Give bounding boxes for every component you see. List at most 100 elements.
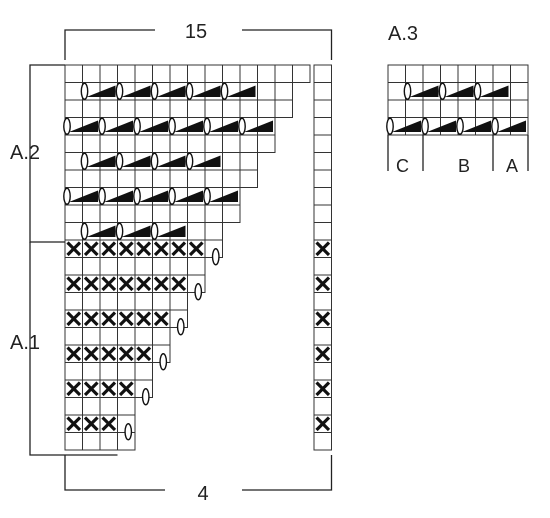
chart-cell [64,204,83,223]
chart-cell [117,292,136,311]
bottom-bracket-right [242,455,333,491]
oval-stitch-symbol [80,152,89,170]
chart-cell [222,152,241,171]
chart-cell [134,134,153,153]
chart-cell [222,204,241,223]
chart-cell [239,134,258,153]
oval-stitch-symbol [176,318,185,336]
cross-stitch-symbol [315,416,331,432]
cross-stitch-symbol [136,276,152,292]
a3-cell [387,64,406,83]
a3-cell [510,117,529,136]
chart-cell [152,64,171,83]
cross-stitch-symbol [153,311,169,327]
a3-cell [422,99,441,118]
chart-cell [82,257,101,276]
black-wedge-symbol [139,190,168,202]
top-bracket-left [64,29,155,60]
cross-stitch-symbol [118,241,134,257]
a3-cell [475,99,494,118]
cross-stitch-symbol [315,381,331,397]
chart-cell [152,292,171,311]
oval-stitch-symbol [98,117,106,135]
cross-stitch-symbol [66,241,82,257]
chart-cell [64,169,83,188]
chart-cell [152,204,171,223]
chart-cell [239,152,258,171]
chart-cell [99,204,118,223]
chart-cell [222,99,241,118]
a3-cell [457,64,476,83]
cross-stitch-symbol [188,241,204,257]
chart-cell [64,82,83,101]
oval-stitch-symbol [63,187,71,205]
chart-cell [274,82,293,101]
black-wedge-symbol [497,120,526,132]
oval-stitch-symbol [150,152,159,170]
cross-stitch-symbol [315,241,331,257]
chart-brackets [29,29,529,491]
chart-cell [64,222,83,241]
chart-cell [204,222,223,241]
chart-cell [134,257,153,276]
oval-stitch-symbol [80,222,89,240]
black-wedge-symbol [462,120,491,132]
side-column-cell [313,432,332,451]
a3-column-b-label: B [458,156,470,176]
cross-stitch-symbol [66,276,82,292]
cross-stitch-symbol [83,276,99,292]
oval-stitch-symbol [115,222,124,240]
a3-cell [440,99,459,118]
oval-stitch-symbol [421,117,429,135]
chart-cell [187,257,206,276]
black-wedge-symbol [226,85,256,97]
chart-cell [292,64,311,83]
black-wedge-symbol [104,190,133,202]
chart-cell [274,64,293,83]
black-wedge-symbol [244,120,273,132]
cross-stitch-symbol [83,381,99,397]
black-wedge-symbol [427,120,456,132]
cross-stitch-symbol [83,241,99,257]
black-wedge-symbol [104,120,133,132]
bottom-bracket-left [64,455,165,491]
cross-stitch-symbol [83,416,99,432]
chart-cell [204,204,223,223]
a3-cell [457,99,476,118]
oval-stitch-symbol [98,187,106,205]
side-column-cell [313,187,332,206]
chart-cell [169,134,188,153]
chart-cell [152,134,171,153]
cross-stitch-symbol [101,346,117,362]
chart-cell [117,327,136,346]
cross-stitch-symbol [101,416,117,432]
chart-cell [204,169,223,188]
chart-cell [82,64,101,83]
cross-stitch-symbol [171,276,187,292]
chart-cell [134,99,153,118]
chart-cell [134,169,153,188]
side-column-cell [313,397,332,416]
a3-cell [387,82,406,101]
chart-cell [64,432,83,451]
oval-stitch-symbol [115,152,124,170]
a3-column-c-label: C [396,156,409,176]
bottom-stitch-count: 4 [197,483,208,505]
cross-stitch-symbol [101,311,117,327]
chart-cell [239,64,258,83]
black-wedge-symbol [209,190,238,202]
black-wedge-symbol [392,120,421,132]
chart-cell [64,64,83,83]
oval-stitch-symbol [168,117,176,135]
chart-cell [187,169,206,188]
black-wedge-symbol [174,120,203,132]
cross-stitch-symbol [118,276,134,292]
chart-cell [169,257,188,276]
chart-cell [169,99,188,118]
chart-cell [99,257,118,276]
chart-cell [117,397,136,416]
chart-cell [99,327,118,346]
chart-cell [134,327,153,346]
chart-cell [152,327,171,346]
chart-cell [169,204,188,223]
